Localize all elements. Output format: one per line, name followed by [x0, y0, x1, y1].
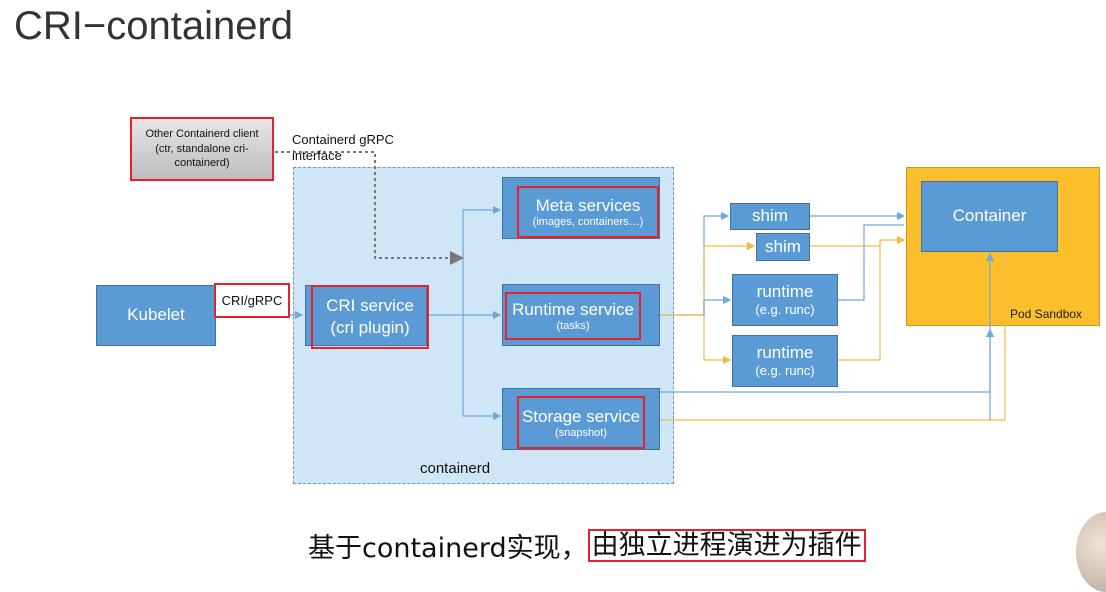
runtime-service-subtitle: (tasks)	[556, 320, 590, 332]
shim-1-label: shim	[752, 206, 788, 226]
cri-grpc-label: CRI/gRPC	[214, 283, 290, 318]
cri-service-highlight: CRI service (cri plugin)	[311, 285, 429, 349]
slide-title: CRI−containerd	[14, 4, 294, 48]
grpc-label-line2: interface	[292, 147, 342, 163]
cri-service-box	[305, 285, 427, 346]
storage-service-subtitle: (snapshot)	[555, 426, 607, 439]
runtime-service-box	[502, 284, 660, 346]
kubelet-box: Kubelet	[96, 285, 216, 346]
runtime-service-title: Runtime service	[512, 300, 634, 319]
other-client-line2: (ctr, standalone cri-	[155, 142, 249, 155]
meta-services-title: Meta services	[535, 196, 641, 215]
meta-services-subtitle: (images, containers…)	[532, 216, 644, 228]
shim-box-1: shim	[730, 203, 810, 230]
shim-box-2: shim	[756, 233, 810, 261]
caption: 基于containerd实现， 由独立进程演进为插件	[308, 526, 866, 565]
other-client-line3: containerd)	[174, 157, 230, 170]
connector-lines	[215, 151, 1010, 421]
runtime-1-subtitle: (e.g. runc)	[755, 302, 815, 318]
container-box: Container	[921, 181, 1058, 252]
meta-services-highlight: Meta services (images, containers…)	[517, 186, 659, 238]
caption-highlight: 由独立进程演进为插件	[587, 528, 866, 563]
other-client-line1: Other Containerd client	[145, 127, 259, 140]
grpc-interface-label: Containerd gRPC interface	[292, 132, 394, 163]
runtime-box-1: runtime (e.g. runc)	[732, 274, 838, 326]
runtime-service-highlight: Runtime service (tasks)	[505, 292, 641, 340]
storage-service-box	[502, 388, 660, 450]
containerd-label: containerd	[420, 460, 491, 477]
storage-service-title: Storage service	[521, 406, 641, 426]
cri-service-subtitle: (cri plugin)	[330, 318, 410, 337]
storage-service-highlight: Storage service (snapshot)	[517, 396, 645, 449]
runtime-2-title: runtime	[756, 343, 814, 362]
cri-service-title: CRI service	[326, 295, 414, 315]
other-containerd-client-box: Other Containerd client (ctr, standalone…	[130, 117, 274, 181]
container-label: Container	[952, 206, 1027, 226]
caption-prefix: 基于containerd实现，	[308, 533, 588, 564]
kubelet-label: Kubelet	[127, 305, 185, 325]
runtime-2-subtitle: (e.g. runc)	[755, 363, 815, 379]
runtime-1-title: runtime	[756, 282, 814, 301]
runtime-box-2: runtime (e.g. runc)	[732, 335, 838, 387]
shim-2-label: shim	[765, 236, 801, 256]
pod-sandbox-label: Pod Sandbox	[1010, 307, 1083, 321]
grpc-label-line1: Containerd gRPC	[292, 132, 394, 147]
